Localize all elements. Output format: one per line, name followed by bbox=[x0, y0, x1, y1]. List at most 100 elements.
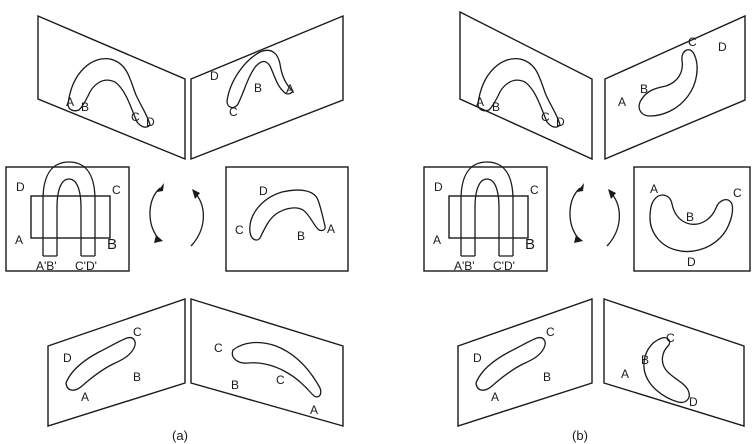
label-C: C bbox=[688, 35, 697, 49]
label-C: C bbox=[131, 110, 140, 124]
label-B: B bbox=[231, 378, 239, 392]
label-C: C bbox=[112, 183, 121, 197]
label-C: C bbox=[546, 325, 555, 339]
frame-b-middle-right: A C B D bbox=[633, 166, 751, 272]
arrowhead-left bbox=[577, 183, 584, 192]
label-B: B bbox=[543, 370, 551, 384]
label-C: C bbox=[541, 110, 550, 124]
label-A: A bbox=[621, 367, 629, 381]
label-B: B bbox=[640, 82, 648, 96]
label-D: D bbox=[434, 180, 443, 194]
arrowhead-up bbox=[608, 189, 616, 199]
arrowhead-down bbox=[574, 235, 583, 243]
view-plane bbox=[190, 298, 344, 427]
label-D: D bbox=[259, 184, 268, 198]
label-D: D bbox=[687, 255, 696, 269]
arrowhead-left bbox=[157, 183, 164, 192]
label-A: A bbox=[327, 222, 335, 236]
label-B: B bbox=[297, 229, 305, 243]
label-A: A bbox=[491, 390, 499, 404]
frame-a-middle-left: D C A B A'B' C'D' bbox=[5, 161, 130, 273]
label-C: C bbox=[733, 186, 742, 200]
label-C: C bbox=[133, 325, 142, 339]
label-A: A bbox=[310, 403, 318, 417]
view-plane bbox=[604, 14, 746, 161]
label-C: C bbox=[235, 223, 244, 237]
label-D: D bbox=[63, 351, 72, 365]
label-C: C bbox=[530, 183, 539, 197]
plane-a-bottom-right: C B A C bbox=[190, 298, 344, 427]
plane-a-top-left: A B C D bbox=[37, 14, 186, 161]
view-plane bbox=[457, 298, 593, 427]
label-B: B bbox=[254, 81, 262, 95]
object-outline bbox=[643, 336, 690, 404]
object-outline bbox=[226, 49, 294, 109]
panel-b: A B C D C D A B D C A B A'B' C'D' bbox=[423, 10, 751, 443]
arrowhead-down bbox=[154, 235, 163, 243]
outer-arch bbox=[460, 161, 514, 256]
label-C: C bbox=[276, 373, 285, 387]
label-A: A bbox=[433, 233, 441, 247]
label-C-prime-D-prime: C'D' bbox=[493, 259, 515, 273]
label-D: D bbox=[210, 69, 219, 83]
panel-a: A B C D D B A C D C A B A'B' C'D' bbox=[5, 14, 349, 443]
object-outline bbox=[477, 58, 561, 128]
label-D: D bbox=[16, 180, 25, 194]
label-A: A bbox=[286, 82, 294, 96]
object-outline bbox=[67, 58, 151, 128]
left-arc bbox=[569, 187, 581, 239]
label-A: A bbox=[81, 390, 89, 404]
frame-a-middle-right: D C B A bbox=[225, 166, 349, 272]
view-plane bbox=[190, 14, 344, 161]
label-B: B bbox=[686, 210, 694, 224]
crossbar bbox=[448, 195, 529, 239]
view-frame bbox=[225, 166, 349, 272]
view-frame bbox=[5, 166, 130, 272]
view-plane bbox=[47, 298, 186, 427]
right-arc bbox=[606, 193, 620, 247]
label-C: C bbox=[666, 331, 675, 345]
label-B: B bbox=[492, 100, 500, 114]
label-B: B bbox=[525, 236, 535, 253]
plane-b-top-right: C D A B bbox=[604, 14, 746, 161]
label-D: D bbox=[146, 115, 155, 129]
label-A: A bbox=[476, 95, 484, 109]
arrowhead-up bbox=[192, 189, 200, 199]
rotation-arrows-a bbox=[149, 183, 204, 247]
object-outline bbox=[638, 49, 698, 117]
label-D: D bbox=[473, 351, 482, 365]
label-C-prime-D-prime: C'D' bbox=[75, 259, 97, 273]
outer-arch bbox=[42, 161, 96, 256]
label-B: B bbox=[641, 353, 649, 367]
rotation-arrows-b bbox=[569, 183, 620, 247]
object-outline bbox=[249, 189, 326, 241]
right-arc bbox=[190, 193, 204, 247]
label-C: C bbox=[214, 341, 223, 355]
view-plane bbox=[459, 10, 593, 161]
label-A: A bbox=[618, 95, 626, 109]
object-outline bbox=[475, 336, 546, 391]
plane-a-bottom-left: C D B A bbox=[47, 298, 186, 427]
label-A: A bbox=[650, 182, 658, 196]
view-frame bbox=[633, 166, 751, 272]
label-C: C bbox=[229, 105, 238, 119]
caption-a: (a) bbox=[172, 428, 188, 443]
label-A-prime-B-prime: A'B' bbox=[454, 259, 475, 273]
label-A: A bbox=[15, 233, 23, 247]
plane-b-bottom-right: C B A D bbox=[603, 298, 745, 427]
label-B: B bbox=[81, 100, 89, 114]
view-plane bbox=[37, 14, 186, 161]
view-frame bbox=[423, 166, 548, 272]
label-D: D bbox=[556, 115, 565, 129]
label-A-prime-B-prime: A'B' bbox=[36, 259, 57, 273]
plane-b-bottom-left: C D B A bbox=[457, 298, 593, 427]
label-D: D bbox=[718, 40, 727, 54]
label-B: B bbox=[107, 236, 117, 253]
inner-arch bbox=[56, 178, 82, 256]
plane-b-top-left: A B C D bbox=[459, 10, 593, 161]
object-outline bbox=[65, 336, 136, 391]
label-D: D bbox=[689, 395, 698, 409]
left-arc bbox=[149, 187, 161, 239]
label-A: A bbox=[66, 95, 74, 109]
